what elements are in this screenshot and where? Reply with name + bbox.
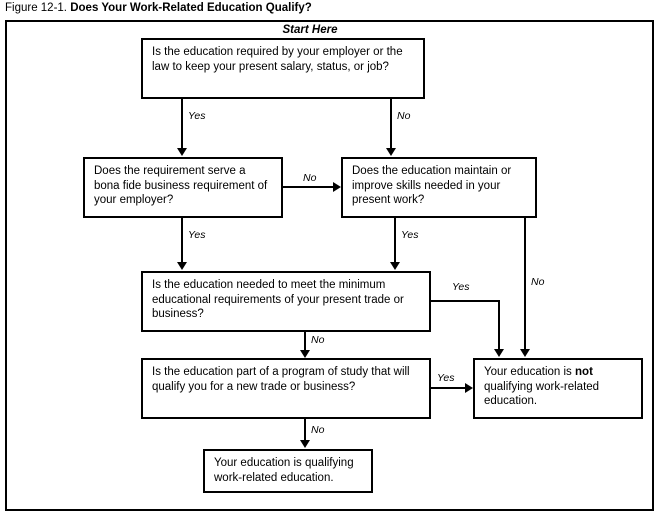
figure-title: Does Your Work-Related Education Qualify… <box>70 2 312 14</box>
connector-q4-yes-hline <box>431 300 500 302</box>
connector-q5-no-line <box>304 419 306 441</box>
connector-q3-no-arrowhead <box>520 349 530 357</box>
connector-q3-yes-line <box>394 218 396 263</box>
figure-frame <box>5 20 654 511</box>
edge-label-q5-no: No <box>311 424 325 436</box>
question-box-maintain-improve-skills: Does the education maintain or improve s… <box>341 157 537 218</box>
connector-q1-no-arrowhead <box>386 148 396 156</box>
edge-label-q4-no: No <box>311 334 325 346</box>
connector-q3-yes-arrowhead <box>390 262 400 270</box>
connector-q4-yes-vline <box>498 300 500 350</box>
question-box-new-trade-or-business: Is the education part of a program of st… <box>141 358 431 419</box>
edge-label-q1-yes: Yes <box>188 110 206 122</box>
figure-number: Figure 12-1. <box>5 2 68 14</box>
connector-q2-no-line <box>283 186 334 188</box>
edge-label-q3-no: No <box>531 276 545 288</box>
outcome-box-not-qualifying: Your education is not qualifying work-re… <box>473 358 643 419</box>
connector-q4-no-arrowhead <box>300 350 310 358</box>
outcome-not-qualifying-text-pre: Your education is <box>484 366 576 378</box>
edge-label-q3-yes: Yes <box>401 229 419 241</box>
edge-label-q5-yes: Yes <box>437 372 455 384</box>
edge-label-q2-yes: Yes <box>188 229 206 241</box>
connector-q2-yes-arrowhead <box>177 262 187 270</box>
connector-q5-no-arrowhead <box>300 440 310 448</box>
connector-q1-no-line <box>390 99 392 149</box>
outcome-not-qualifying-text-post: qualifying work-related education. <box>484 380 600 408</box>
start-here-label: Start Here <box>282 24 338 36</box>
figure-caption: Figure 12-1. Does Your Work-Related Educ… <box>5 1 312 16</box>
connector-q1-yes-line <box>181 99 183 149</box>
outcome-not-qualifying-emphasis: not <box>575 366 593 378</box>
outcome-box-qualifying: Your education is qualifying work-relate… <box>203 449 373 493</box>
edge-label-q1-no: No <box>397 110 411 122</box>
connector-q1-yes-arrowhead <box>177 148 187 156</box>
connector-q5-yes-arrowhead <box>465 383 473 393</box>
connector-q2-no-arrowhead <box>333 182 341 192</box>
connector-q4-no-line <box>304 332 306 351</box>
question-box-education-required: Is the education required by your employ… <box>141 38 425 99</box>
question-box-minimum-educational-requirements: Is the education needed to meet the mini… <box>141 271 431 332</box>
connector-q4-yes-arrowhead <box>494 349 504 357</box>
question-box-bona-fide-requirement: Does the requirement serve a bona fide b… <box>83 157 283 218</box>
connector-q2-yes-line <box>181 218 183 263</box>
edge-label-q2-no: No <box>303 172 317 184</box>
connector-q5-yes-line <box>431 387 466 389</box>
connector-q3-no-line <box>524 218 526 350</box>
edge-label-q4-yes: Yes <box>452 281 470 293</box>
